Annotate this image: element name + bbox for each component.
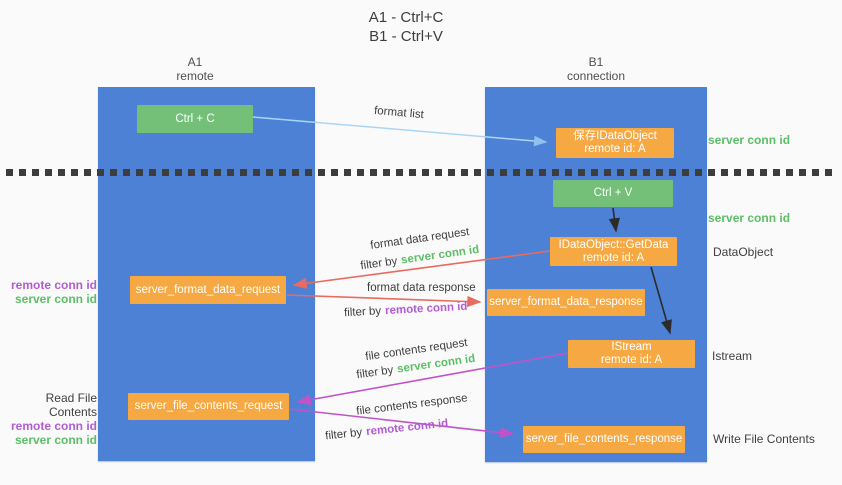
label-format-data-response: format data response [367,282,476,294]
server-conn-id-text: server conn id [400,243,480,267]
node-idataobject-getdata-line1: IDataObject::GetData [558,238,669,251]
label-server-conn-id-left-2: server conn id [14,433,97,447]
column-b1-subtitle: connection [566,69,626,83]
filter-by-text: filter by [343,305,382,320]
node-save-idataobject: 保存IDataObject remote id: A [556,128,674,158]
column-a1-name: A1 [187,55,203,69]
label-server-conn-id-left-1: server conn id [14,292,97,306]
filter-by-text: filter by [355,364,395,382]
remote-conn-id-text: remote conn id [365,417,449,439]
title-line-2: B1 - Ctrl+V [369,28,443,45]
node-istream-line2: remote id: A [600,354,663,366]
dotted-divider-line [6,169,838,176]
node-server-file-contents-response: server_file_contents_response [523,426,685,453]
node-server-format-data-response: server_format_data_response [487,289,645,316]
node-save-idataobject-line1: 保存IDataObject [573,130,657,142]
label-remote-conn-id-left-1: remote conn id [10,278,97,292]
label-dataobject: DataObject [713,245,774,259]
column-header-b1: B1 connection [531,55,661,83]
label-block-file-conn-ids: Read File Contents remote conn id server… [0,391,97,447]
label-format-list: format list [373,104,425,122]
node-ctrl-v: Ctrl + V [553,180,673,207]
remote-conn-id-text: remote conn id [384,300,468,318]
node-server-format-data-request-label: server_format_data_request [135,283,281,296]
node-save-idataobject-line2: remote id: A [584,143,646,155]
node-ctrl-c-label: Ctrl + C [175,112,215,125]
node-server-format-data-response-label: server_format_data_response [489,296,643,308]
node-server-file-contents-request: server_file_contents_request [128,393,289,420]
node-server-file-contents-request-label: server_file_contents_request [134,400,283,412]
label-server-conn-id-top-right: server conn id [708,133,791,147]
column-a1-subtitle: remote [176,69,214,83]
node-istream: IStream remote id: A [568,340,695,368]
label-server-conn-id-mid-right: server conn id [708,211,791,225]
diagram-title: A1 - Ctrl+C B1 - Ctrl+V [306,8,506,46]
label-file-contents-response: file contents response [355,392,469,418]
column-b1-name: B1 [588,55,604,69]
filter-by-text: filter by [324,426,363,443]
label-write-file-contents: Write File Contents [713,432,815,446]
node-idataobject-getdata: IDataObject::GetData remote id: A [550,237,677,266]
label-remote-conn-id-left-2: remote conn id [10,419,97,433]
label-read-file-contents: Read File Contents [45,391,97,419]
title-line-1: A1 - Ctrl+C [368,9,444,26]
node-ctrl-c: Ctrl + C [137,105,253,133]
node-ctrl-v-label: Ctrl + V [593,187,633,199]
node-server-file-contents-response-label: server_file_contents_response [525,433,683,445]
column-header-a1: A1 remote [130,55,260,83]
label-block-format-conn-ids: remote conn id server conn id [5,278,97,306]
node-idataobject-getdata-line2: remote id: A [582,251,645,264]
filter-by-text: filter by [359,255,399,273]
label-istream: Istream [712,349,753,363]
node-server-format-data-request: server_format_data_request [130,276,286,304]
node-istream-line1: IStream [611,341,652,353]
